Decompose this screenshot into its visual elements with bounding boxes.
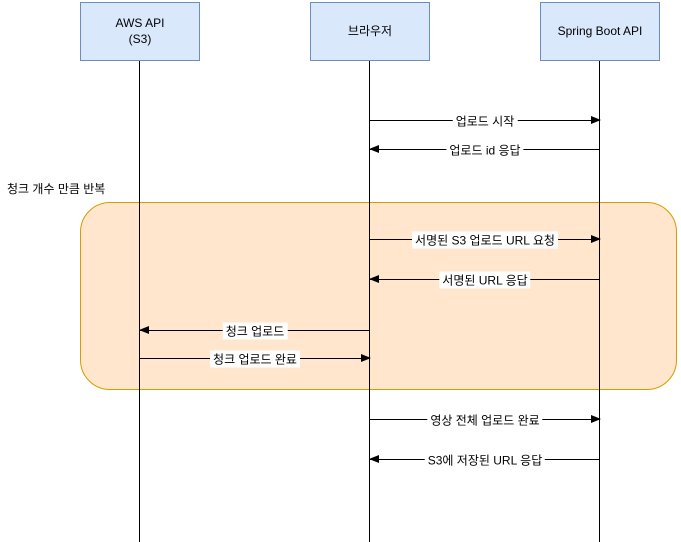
message-label: 청크 업로드 완료: [210, 350, 300, 368]
message-label: 업로드 id 응답: [446, 141, 524, 159]
lifeline-browser: [369, 61, 370, 542]
loop-fragment-box: [80, 202, 677, 390]
arrowhead-right-icon: [591, 116, 601, 124]
actor-browser: 브라우저: [310, 2, 430, 61]
arrowhead-left-icon: [139, 326, 149, 334]
message-label: 서명된 S3 업로드 URL 요청: [412, 231, 558, 249]
arrowhead-left-icon: [369, 275, 379, 283]
actor-label: AWS API (S3): [115, 15, 165, 46]
arrowhead-left-icon: [369, 455, 379, 463]
actor-label: Spring Boot API: [557, 23, 643, 38]
actor-aws-api-s3: AWS API (S3): [80, 2, 200, 61]
message-label: 업로드 시작: [452, 112, 518, 130]
message-label: S3에 저장된 URL 응답: [424, 451, 546, 469]
message-label: 영상 전체 업로드 완료: [427, 411, 543, 429]
arrowhead-left-icon: [369, 145, 379, 153]
message-label: 서명된 URL 응답: [439, 271, 531, 289]
message-label: 청크 업로드: [222, 322, 288, 340]
lifeline-aws-api-s3: [139, 61, 140, 542]
arrowhead-right-icon: [361, 354, 371, 362]
actor-label: 브라우저: [347, 23, 393, 38]
loop-label: 청크 개수 만큼 반복: [7, 182, 106, 196]
actor-spring-boot-api: Spring Boot API: [540, 2, 660, 61]
arrowhead-right-icon: [591, 415, 601, 423]
arrowhead-right-icon: [591, 235, 601, 243]
lifeline-spring-boot-api: [599, 61, 600, 542]
